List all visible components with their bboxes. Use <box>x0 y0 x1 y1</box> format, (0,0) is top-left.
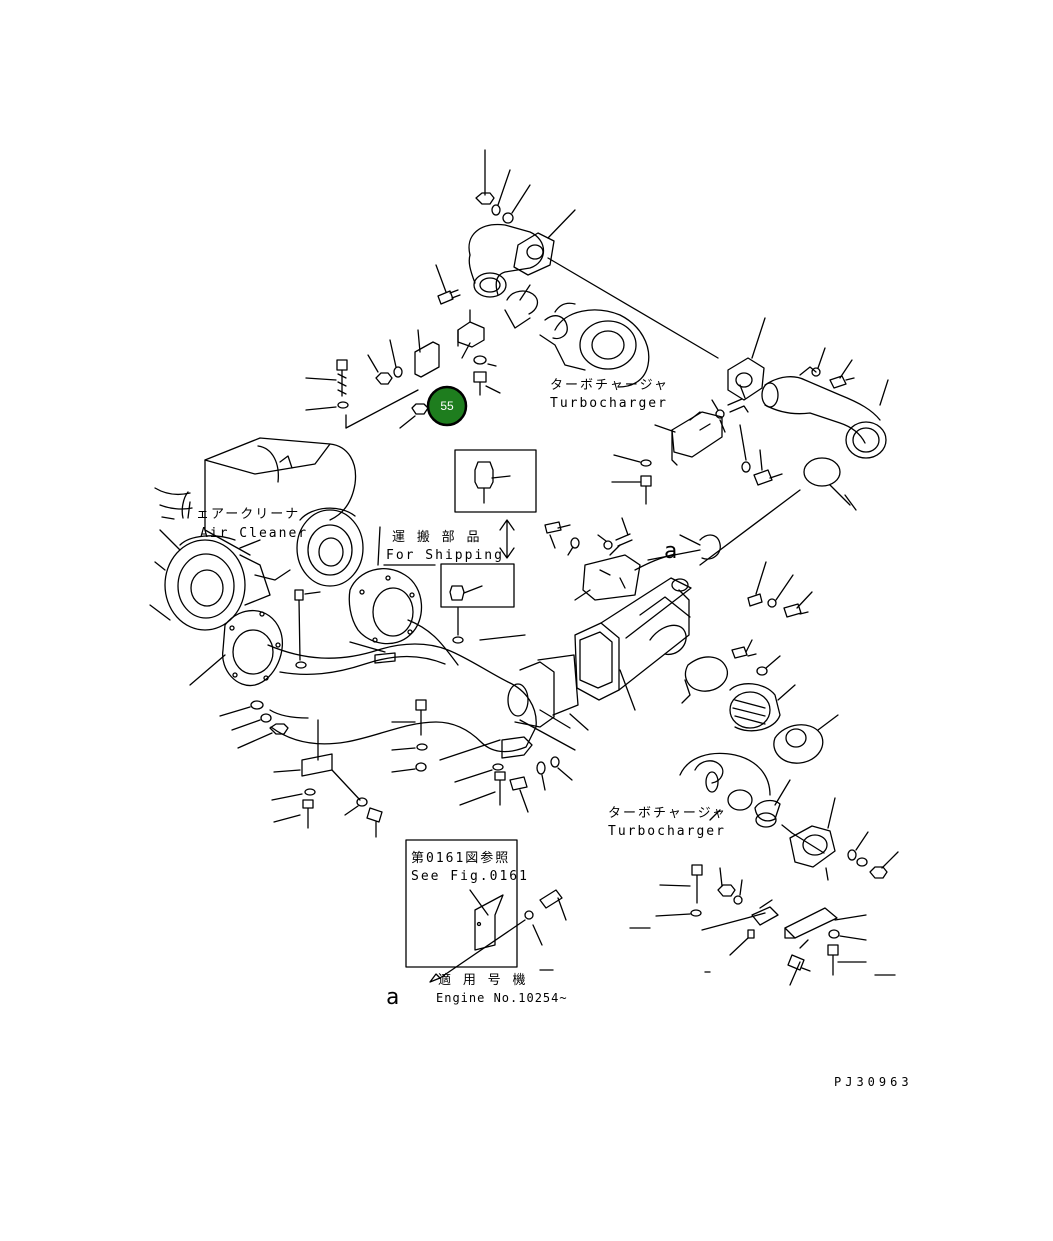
shipping-label-en: For Shipping <box>386 548 504 563</box>
diagram-labels: ェアークリーナ Air Cleaner 運 搬 部 品 For Shipping… <box>196 378 913 1089</box>
turbo-support-bracket <box>611 384 783 505</box>
right-intake-duct <box>544 517 721 711</box>
top-elbow-assembly <box>468 149 719 359</box>
lower-right-bracket-set <box>629 864 896 986</box>
turbocharger-bottom-label-jp: ターボチャージャ <box>608 806 727 821</box>
air-cleaner-label-en: Air Cleaner <box>200 526 308 541</box>
shipping-label-jp: 運 搬 部 品 <box>392 530 481 545</box>
fig-reference-label-en: See Fig.0161 <box>411 869 529 884</box>
turbo-outlet-pipe <box>699 317 889 566</box>
air-cleaner-label-jp: ェアークリーナ <box>196 507 300 522</box>
turbocharger-top-label-en: Turbocharger <box>550 396 668 411</box>
main-intake-pipe <box>189 568 589 838</box>
drawing-code: PJ30963 <box>834 1075 913 1089</box>
callout-55-number: 55 <box>440 399 454 413</box>
reference-mark-a-top: a <box>664 539 677 564</box>
callout-55-badge[interactable] <box>426 385 468 427</box>
figure-reference-box <box>405 839 567 983</box>
upper-bracket-group <box>305 264 501 429</box>
turbocharger-bottom-label-en: Turbocharger <box>608 824 726 839</box>
engine-label-en: Engine No.10254~ <box>436 991 568 1005</box>
engine-label-jp: 適 用 号 機 <box>438 972 527 988</box>
right-middle-fasteners <box>681 561 839 764</box>
turbocharger-top-label-jp: ターボチャージャ <box>550 378 669 393</box>
reference-mark-a-bottom: a <box>386 985 399 1010</box>
turbocharger-top <box>539 302 650 388</box>
callout-55[interactable]: 55 <box>426 385 468 427</box>
shipping-parts-boxes <box>377 449 537 608</box>
fig-reference-label-jp: 第0161図参照 <box>411 850 510 866</box>
air-cleaner-assembly <box>149 437 364 631</box>
turbocharger-bottom <box>679 752 899 881</box>
